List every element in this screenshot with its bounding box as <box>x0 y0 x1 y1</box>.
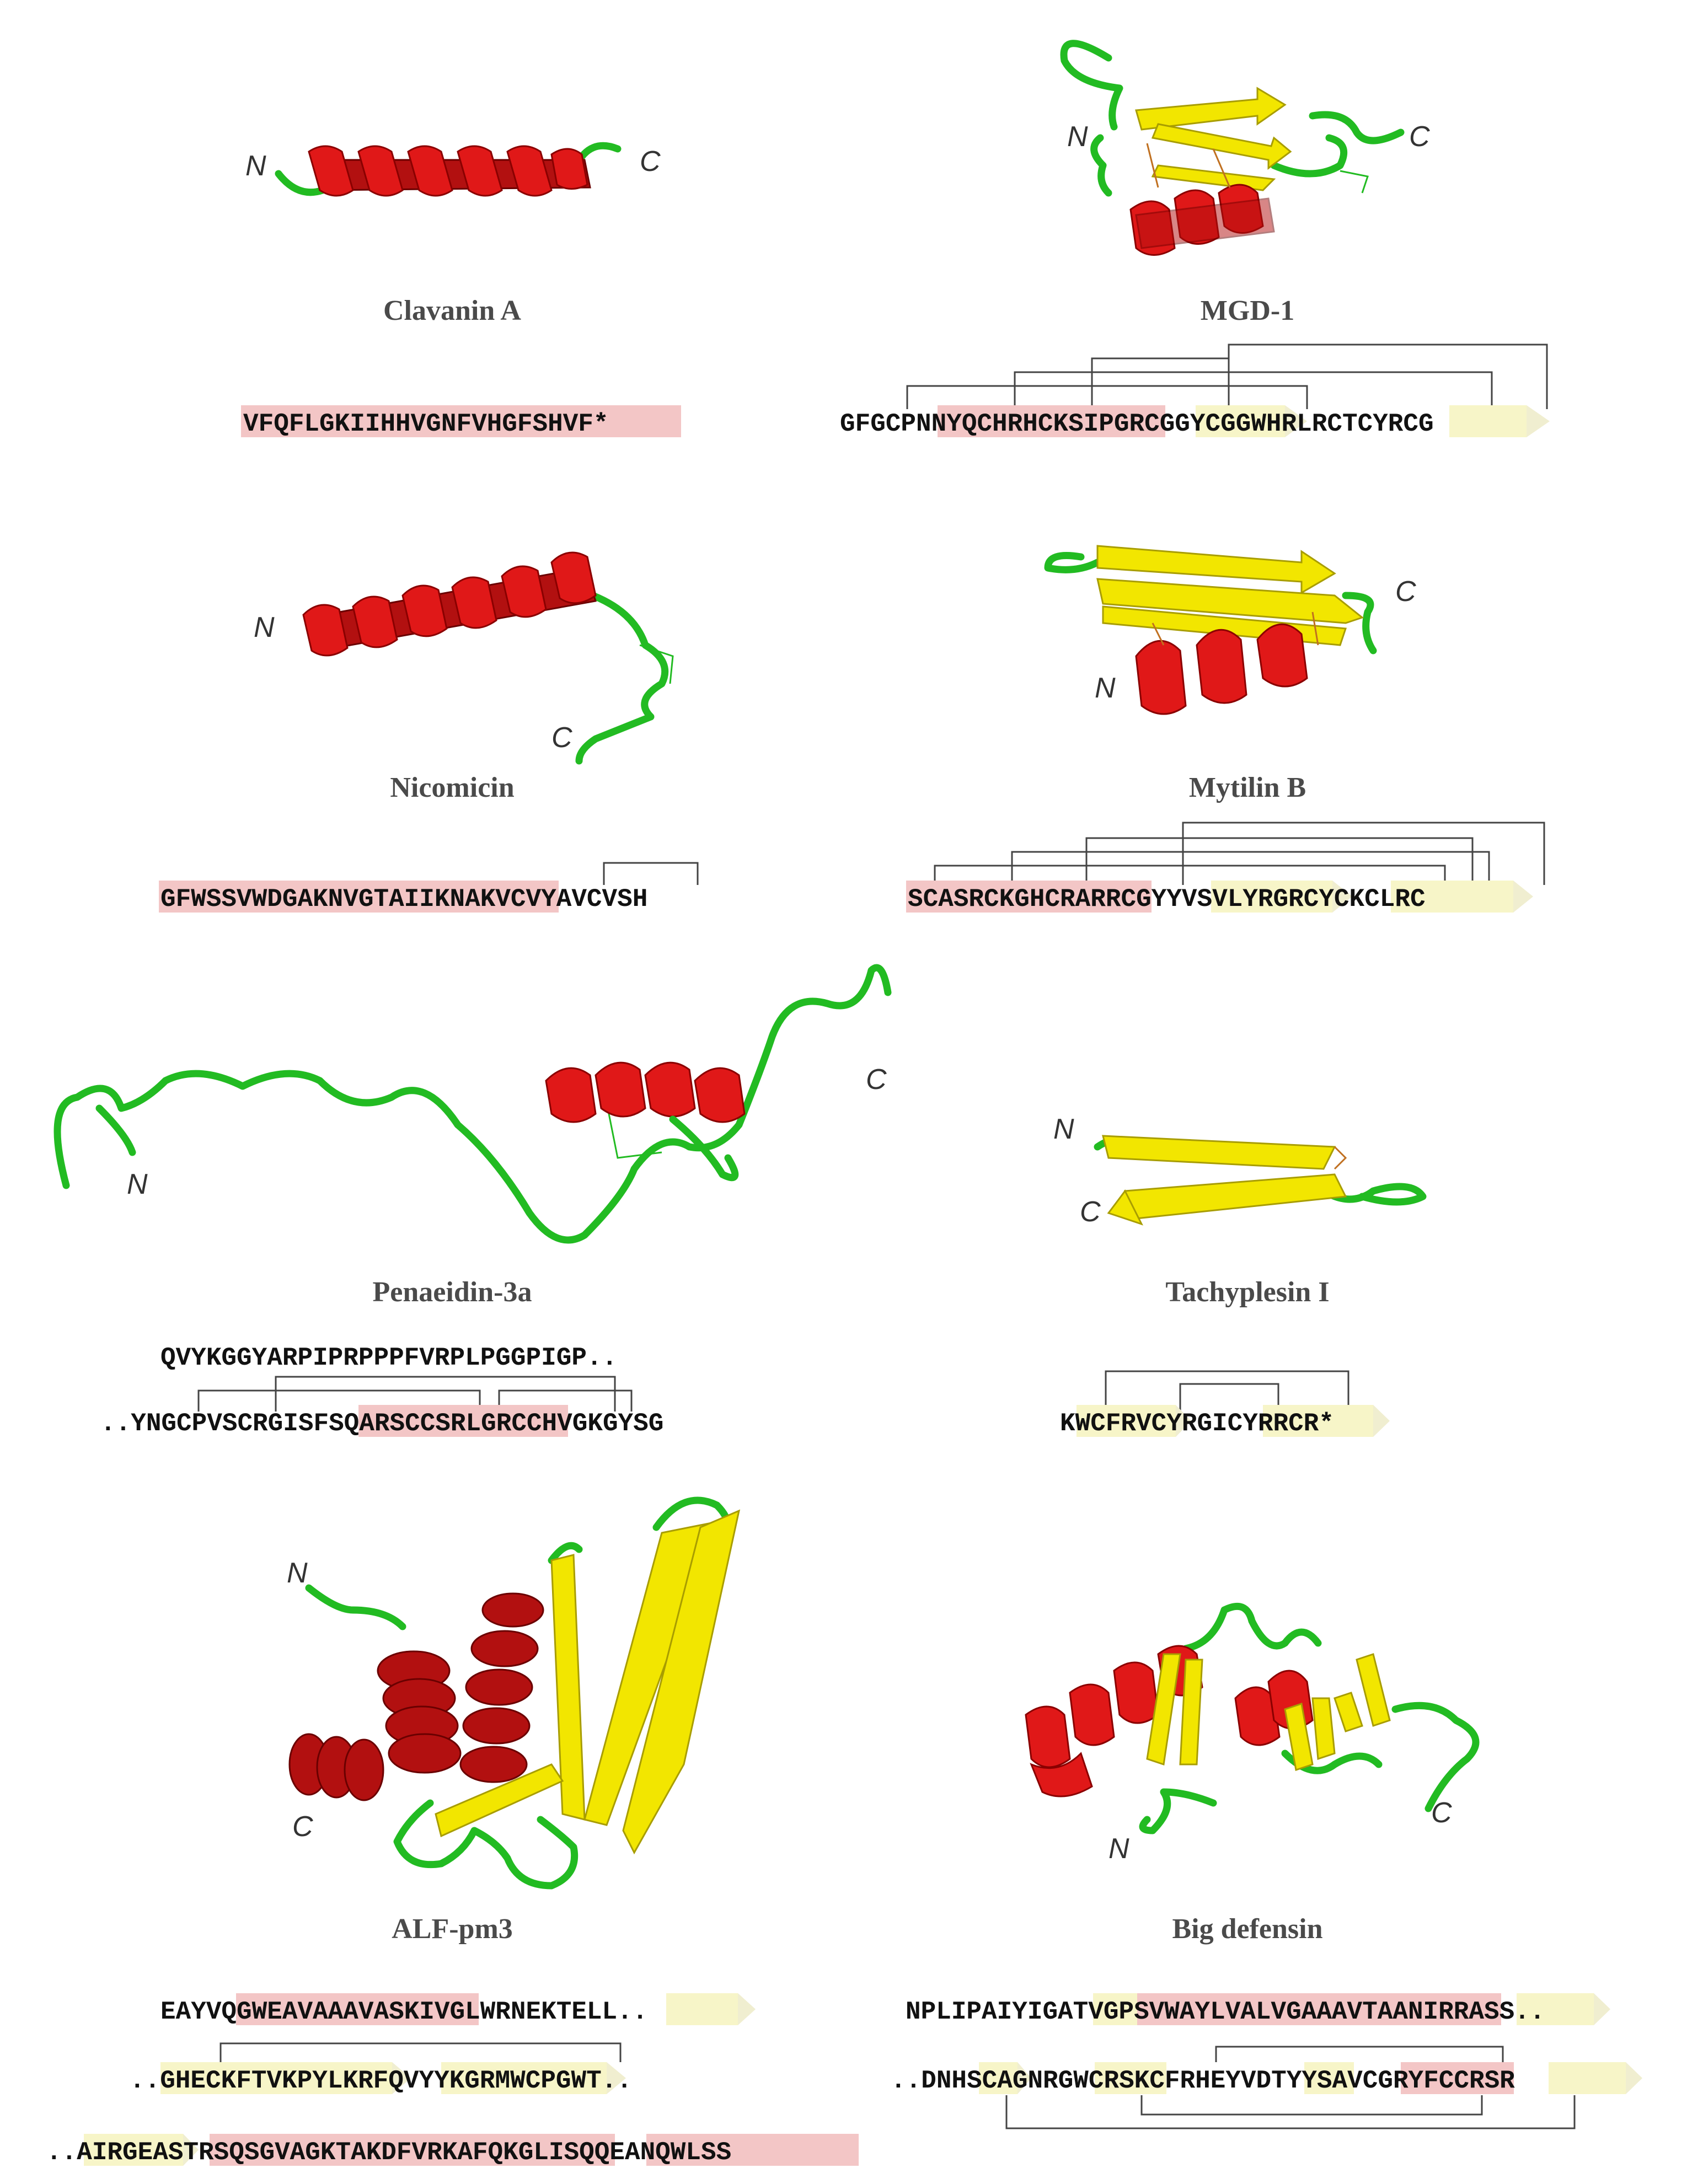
bigdefensin-row1-helix-highlight <box>1137 1993 1501 2025</box>
alf-row2-strand1-highlight <box>160 2062 392 2094</box>
bigdefensin-sequence-part1: NPLIPAIYIGATVGPSVWAYLVALVGAAAVTAANIRRASS… <box>906 1998 1545 2026</box>
tachyplesin-strand2-arrow <box>1373 1405 1390 1437</box>
nicomicin-disulfide-bonds <box>603 862 699 885</box>
alf-row3-strand-arrow <box>183 2134 199 2166</box>
tachyplesin-sequence: KWCFRVCYRGICYRRCR* <box>1060 1409 1334 1438</box>
clavanin-label: Clavanin A <box>383 295 521 326</box>
mytilin-structure <box>1044 545 1377 715</box>
clavanin-helix <box>308 145 591 197</box>
mgd1-structure <box>1060 40 1405 256</box>
tachyplesin-strand1-highlight <box>1077 1405 1176 1437</box>
alf-structure <box>288 1496 741 1890</box>
mytilin-strand1-highlight <box>1211 881 1332 913</box>
nicomicin-c-terminus: C <box>551 722 572 754</box>
alf-row3-strand-highlight <box>84 2134 183 2166</box>
mytilin-n-terminus: N <box>1095 672 1116 704</box>
mgd1-disulfide-bonds <box>906 344 1548 409</box>
nicomicin-n-terminus: N <box>254 611 275 643</box>
tachyplesin-disulfide-bonds <box>1105 1370 1349 1412</box>
mgd1-sequence: GFGCPNNYQCHRHCKSIPGRCGGYCGGWHRLRCTCYRCG <box>840 410 1434 438</box>
penaeidin-sequence-part1: QVYKGGYARPIPRPPPFVRPLPGGPIGP.. <box>160 1344 617 1372</box>
penaeidin-n-terminus: N <box>127 1168 148 1200</box>
penaeidin-structure <box>53 964 892 1244</box>
alf-row2-strand1-arrow <box>392 2062 411 2094</box>
clavanin-n-terminus: N <box>245 150 266 182</box>
alf-c-terminus: C <box>292 1811 313 1843</box>
penaeidin-disulfide-bonds <box>197 1376 633 1412</box>
mytilin-strand2-highlight <box>1391 881 1513 913</box>
nicomicin-helix-highlight <box>159 881 559 913</box>
penaeidin-helix-highlight <box>358 1405 568 1437</box>
alf-row3-helix1-highlight <box>210 2134 615 2166</box>
alf-helix-3 <box>288 1733 384 1801</box>
tachyplesin-c-terminus: C <box>1080 1196 1101 1228</box>
mytilin-disulfide-bonds <box>934 822 1545 885</box>
mytilin-strand1-arrow <box>1332 881 1352 913</box>
alf-disulfide-bonds <box>219 2042 622 2062</box>
clavanin-helix-highlight <box>241 405 681 437</box>
mgd1-n-terminus: N <box>1067 121 1088 153</box>
alf-row1-strand-arrow <box>738 1993 756 2025</box>
alf-helix-1 <box>377 1650 462 1774</box>
bigdefensin-row2-helix-highlight <box>1401 2062 1514 2094</box>
bigdefensin-row1-strand2-arrow <box>1594 1993 1610 2025</box>
mgd1-strand1-arrow <box>1285 405 1307 437</box>
bigdefensin-structure <box>1025 1602 1480 1834</box>
alf-row1-helix-highlight <box>236 1993 479 2025</box>
nicomicin-label: Nicomicin <box>390 772 514 803</box>
bigdefensin-row2-strand1-arrow <box>1017 2062 1031 2094</box>
mytilin-sequence: SCASRCKGHCRARRCGYYVSVLYRGRCYCKCLRC <box>908 885 1426 914</box>
alf-label: ALF-pm3 <box>392 1913 513 1945</box>
mgd1-strand1-highlight <box>1196 405 1285 437</box>
mytilin-label: Mytilin B <box>1189 772 1306 803</box>
bigdefensin-sequence-part2: ..DNHSCAGNRGWCRSKCFRHEYVDTYYSAVCGRYFCCRS… <box>891 2067 1515 2095</box>
bigdefensin-row1-strand1-highlight <box>1093 1993 1137 2025</box>
alf-row2-strand2-highlight <box>441 2062 607 2094</box>
bigdefensin-helix-1 <box>1025 1645 1203 1797</box>
mgd1-helix-highlight <box>938 405 1165 437</box>
alf-row2-strand2-arrow <box>607 2062 626 2094</box>
clavanin-structure <box>275 142 622 197</box>
bigdefensin-disulfide-bonds <box>1005 2046 1576 2129</box>
alf-row1-strand-highlight <box>666 1993 738 2025</box>
clavanin-c-terminus: C <box>640 146 661 178</box>
bigdefensin-row1-strand2-highlight <box>1517 1993 1594 2025</box>
bigdefensin-row2-strand3-highlight <box>1304 2062 1354 2094</box>
mgd1-strand2-arrow <box>1527 405 1550 437</box>
bigdefensin-n-terminus: N <box>1108 1833 1129 1865</box>
mgd1-c-terminus: C <box>1409 121 1430 153</box>
alf-sequence-part3: ..AIRGEASTRSQSGVAGKTAKDFVRKAFQKGLISQQEAN… <box>46 2138 731 2167</box>
nicomicin-structure <box>302 551 674 765</box>
penaeidin-c-terminus: C <box>866 1064 887 1096</box>
mytilin-helix-highlight <box>906 881 1152 913</box>
mytilin-c-terminus: C <box>1395 576 1416 608</box>
mgd1-label: MGD-1 <box>1201 295 1294 326</box>
clavanin-sequence: VFQFLGKIIHHVGNFVHGFSHVF* <box>243 410 609 438</box>
bigdefensin-c-terminus: C <box>1431 1797 1452 1829</box>
alf-sequence-part1: EAYVQGWEAVAAAVASKIVGLWRNEKTELL.. <box>160 1998 647 2026</box>
bigdefensin-row2-strand1-highlight <box>979 2062 1017 2094</box>
alf-n-terminus: N <box>287 1557 308 1589</box>
tachyplesin-structure <box>1094 1135 1427 1226</box>
alf-sequence-part2: ..GHECKFTVKPYLKRFQVYYKGRMWCPGWT.. <box>130 2067 632 2095</box>
tachyplesin-n-terminus: N <box>1053 1113 1074 1145</box>
nicomicin-sequence: GFWSSVWDGAKNVGTAIIKNAKVCVYAVCVSH <box>160 885 647 914</box>
alf-row3-helix2-highlight <box>646 2134 859 2166</box>
tachyplesin-strand1-arrow <box>1176 1405 1191 1437</box>
mgd1-strand2-highlight <box>1449 405 1527 437</box>
bigdefensin-row2-strand4-highlight <box>1549 2062 1626 2094</box>
tachyplesin-label: Tachyplesin I <box>1165 1276 1329 1308</box>
penaeidin-label: Penaeidin-3a <box>373 1276 532 1308</box>
bigdefensin-label: Big defensin <box>1172 1913 1322 1945</box>
penaeidin-sequence-part2: ..YNGCPVSCRGISFSQARSCCSRLGRCCHVGKGYSG <box>100 1409 663 1438</box>
mytilin-strand2-arrow <box>1513 881 1533 913</box>
alf-helix-2 <box>459 1592 544 1783</box>
tachyplesin-strand2-highlight <box>1263 1405 1373 1437</box>
bigdefensin-row2-strand2-highlight <box>1095 2062 1166 2094</box>
bigdefensin-row2-strand4-arrow <box>1626 2062 1642 2094</box>
